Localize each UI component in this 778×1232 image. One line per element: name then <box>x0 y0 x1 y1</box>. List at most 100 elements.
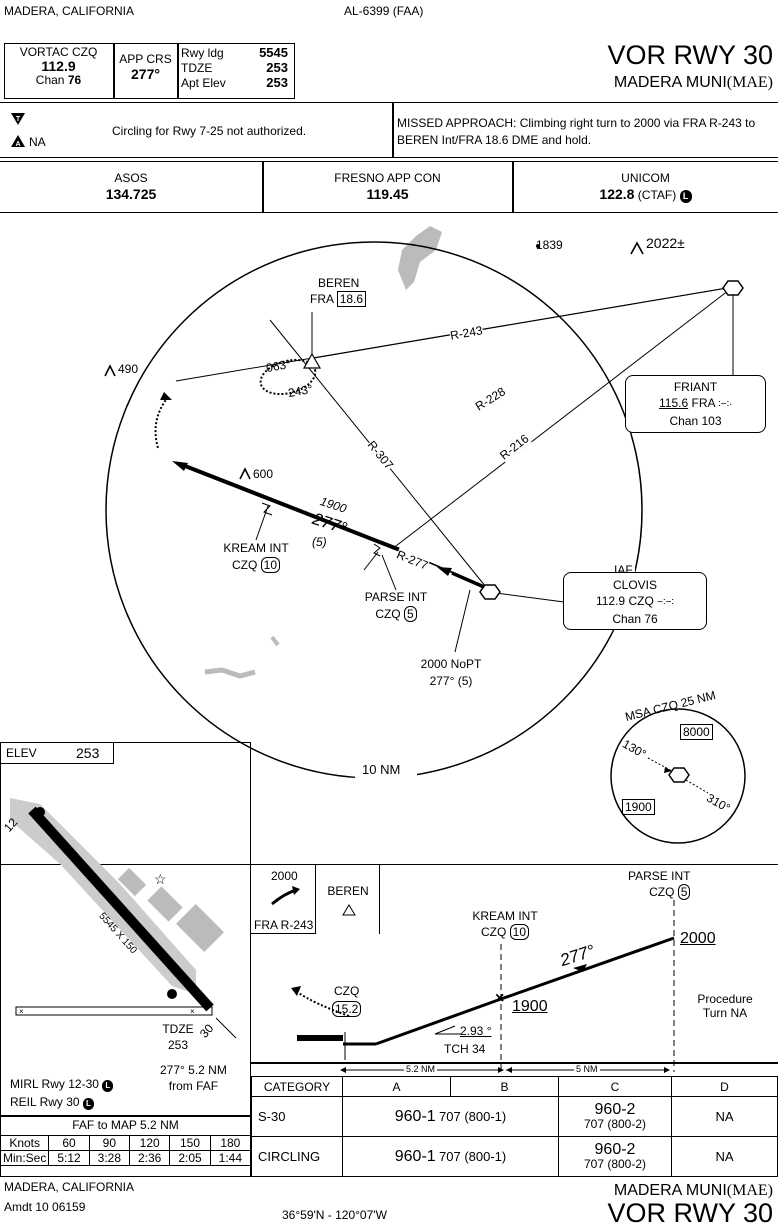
plan-view-border <box>0 213 778 865</box>
pt-note-1: Procedure <box>697 992 753 1006</box>
notes-row <box>0 102 778 158</box>
ctaf-note: (CTAF) <box>637 188 677 202</box>
profile-czq: CZQ <box>334 984 360 998</box>
beacon-icon: ☆ <box>154 871 167 887</box>
obstacle-2022-label: 2022 <box>646 235 678 251</box>
apt-elev-label: Apt Elev <box>181 76 226 90</box>
parse-fix-mark <box>373 543 381 557</box>
tdze-label: TDZE <box>181 61 213 75</box>
river-shape-1 <box>204 667 256 679</box>
mirl-lighting-icon: L <box>102 1080 114 1092</box>
parse-profile-dme: 5 <box>677 884 691 900</box>
rwy-ldg-label: Rwy ldg <box>181 46 224 60</box>
distance-2: 5 NM <box>574 1064 600 1074</box>
rwy-ldg-value: 5545 <box>259 45 288 60</box>
cat-a-header: A <box>342 1076 451 1097</box>
kream-plan-fix: CZQ <box>231 558 258 572</box>
cat-b-header: B <box>450 1076 559 1097</box>
beren-label: BEREN <box>318 276 360 290</box>
time-cell: 3:28 <box>88 1150 131 1166</box>
spot-1839-label: 1839 <box>536 238 563 252</box>
ma-course: FRA R-243 <box>254 918 314 932</box>
comms-row <box>0 161 778 213</box>
clovis-morse-icon: −∶−∶ <box>657 597 675 608</box>
clovis-vortac-icon <box>479 584 501 600</box>
ring-label: 10 NM <box>362 762 401 777</box>
category-header: CATEGORY <box>251 1076 343 1097</box>
msa-vortac-icon <box>668 767 690 783</box>
briefing-strip <box>4 43 295 99</box>
msa-high-alt: 8000 <box>680 724 713 740</box>
minimums-header: CATEGORY A B C D <box>251 1076 778 1097</box>
ab-minimum: 960-1 <box>394 1147 436 1165</box>
obstacle-600-icon <box>239 467 251 480</box>
distance-1: 5.2 NM <box>404 1064 438 1074</box>
descent-path <box>375 997 502 1046</box>
c-minimum: 960-2 <box>594 1100 636 1118</box>
obstacle-490-label: 490 <box>118 362 139 376</box>
nopt-altitude: 2000 NoPT <box>420 657 482 671</box>
time-cell: 2:05 <box>169 1150 211 1166</box>
vortac-chan-label: Chan <box>35 73 65 87</box>
unicom-label: UNICOM <box>621 171 670 185</box>
time-cell: 2:36 <box>129 1150 171 1166</box>
msa-low-alt: 1900 <box>622 799 655 815</box>
friant-vortac-icon <box>722 280 744 296</box>
clovis-freq: 112.9 <box>595 594 626 608</box>
asos-label: ASOS <box>114 171 148 185</box>
svg-text:×: × <box>495 990 504 1007</box>
clovis-name: CLOVIS <box>612 578 657 592</box>
parse-profile-fix: CZQ <box>649 885 675 899</box>
friant-chan: Chan 103 <box>669 414 722 428</box>
kream-profile-fix: CZQ <box>480 925 507 939</box>
footer-coordinates: 36°59'N - 120°07'W <box>282 1208 387 1222</box>
kream-plan-dme: 10 <box>260 557 281 573</box>
d-minimum: NA <box>671 1136 778 1177</box>
runway-extent-box <box>15 1006 213 1016</box>
friant-navaid-box <box>625 375 766 433</box>
cat-c-header: C <box>558 1076 672 1097</box>
svg-text:T: T <box>16 116 21 123</box>
ab-haa: 707 (800-1) <box>439 1148 507 1164</box>
lighting-mirl: MIRL Rwy 12-30 <box>10 1077 99 1091</box>
friant-freq: 115.6 <box>659 396 689 410</box>
vortac-chan: 76 <box>67 73 82 87</box>
missed-approach-text: MISSED APPROACH: Climbing right turn to … <box>397 116 756 147</box>
c-minimum: 960-2 <box>594 1140 636 1158</box>
vortac-freq: 112.9 <box>41 58 76 74</box>
app-crs-value: 277° <box>131 66 160 82</box>
ten-nm-ring <box>105 241 643 779</box>
obstacle-2022-suffix: ± <box>677 235 685 251</box>
parse-plan-name: PARSE INT <box>364 590 428 604</box>
parse-profile-name: PARSE INT <box>628 869 691 883</box>
tch: TCH 34 <box>444 1042 486 1056</box>
alternate-na: NA <box>29 135 46 149</box>
asos-freq: 134.725 <box>105 186 157 202</box>
beren-dme: 18.6 <box>336 291 367 307</box>
c-haa: 707 (800-2) <box>583 1116 647 1131</box>
airport-id: (MAE) <box>726 74 773 91</box>
row-label: CIRCLING <box>251 1136 343 1177</box>
kream-plan-name: KREAM INT <box>223 541 289 555</box>
faf-from: from FAF <box>168 1079 219 1093</box>
runway-12-light-icon <box>35 807 45 817</box>
unicom-freq: 122.8 <box>599 186 635 202</box>
approach-control-label: FRESNO APP CON <box>334 171 441 185</box>
parse-plan-fix: CZQ <box>375 607 401 621</box>
faf-bearing: 277° 5.2 NM <box>160 1063 227 1077</box>
knots-label: Knots <box>0 1135 50 1151</box>
friant-morse-icon: ∶−∶∙ <box>718 399 732 410</box>
airport-diagram-box <box>0 742 251 1177</box>
spot-elevation-1839 <box>536 244 540 248</box>
profile-beren-triangle <box>342 904 356 916</box>
time-label: Min:Sec <box>0 1150 50 1166</box>
elev-value: 253 <box>76 745 100 761</box>
glidepath-angle: 2.93 ° <box>460 1024 492 1038</box>
pilot-lighting-icon: L <box>679 190 692 203</box>
obstacle-600-label: 600 <box>253 467 274 481</box>
time-cell: 1:44 <box>209 1150 252 1166</box>
tdze-diagram-label: TDZE <box>162 1022 194 1036</box>
vortac-label: VORTAC CZQ <box>19 45 98 59</box>
